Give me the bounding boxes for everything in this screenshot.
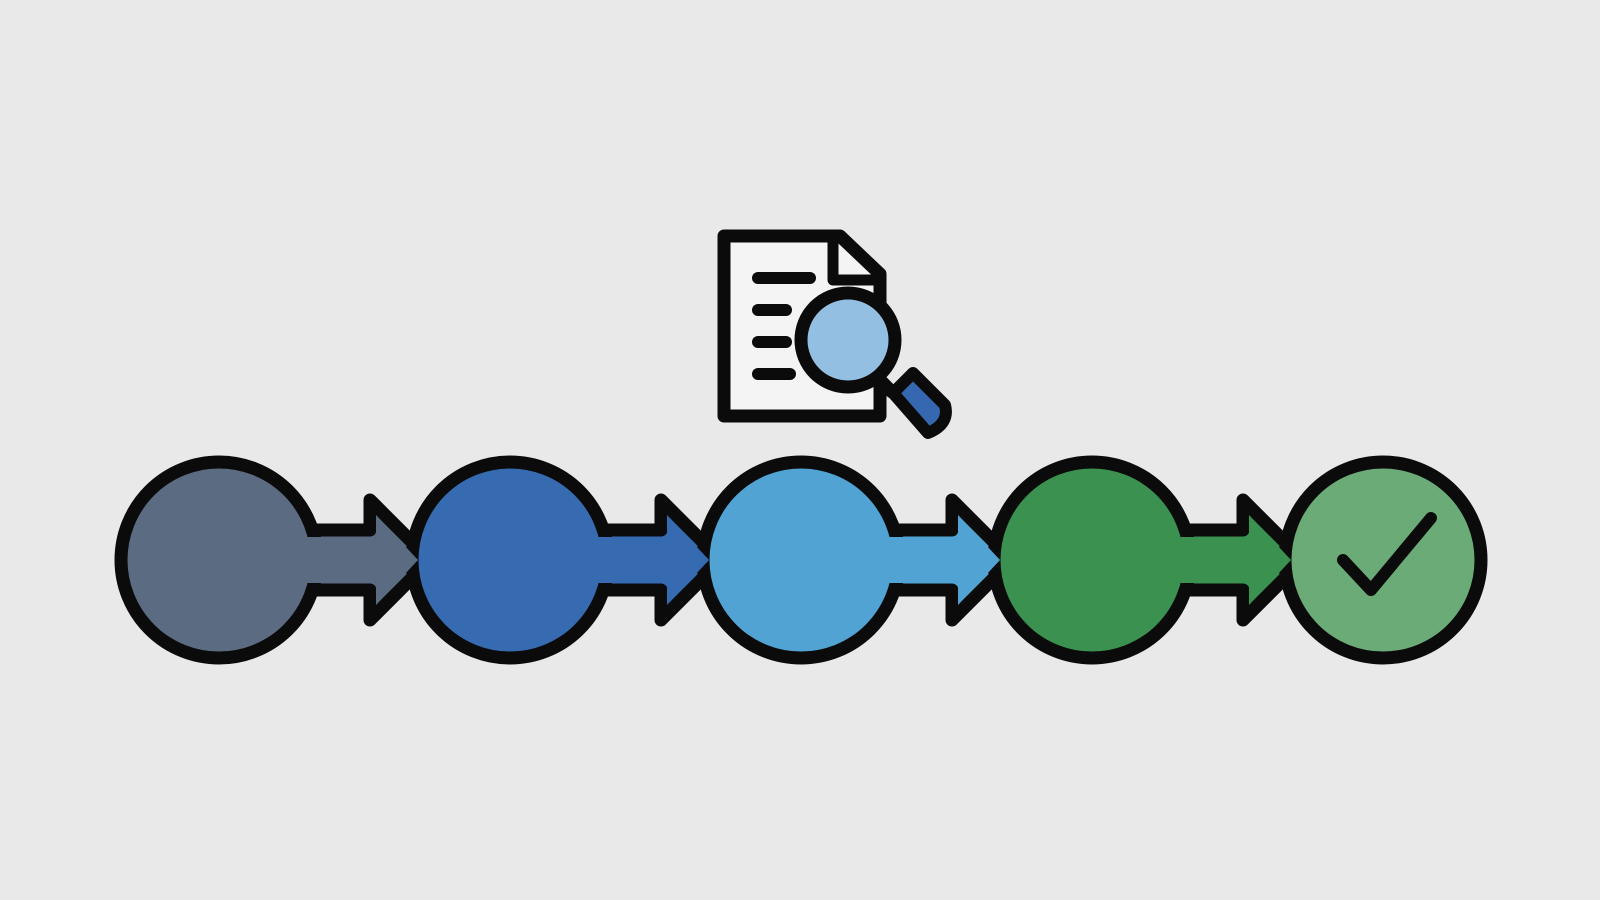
document-text-lines [752, 272, 816, 380]
step-4-circle [987, 455, 1197, 665]
step-arrow-fill [873, 515, 1000, 605]
step-3-circle [696, 455, 906, 665]
magnifier-lens [794, 286, 902, 394]
magnifier-handle [887, 367, 952, 439]
step-2-circle [405, 455, 615, 665]
document-search-icon [717, 229, 952, 439]
step-1-circle [114, 455, 324, 665]
document-fold-corner [827, 236, 876, 286]
process-steps [114, 455, 1488, 665]
step-arrow-fill [291, 515, 418, 605]
step-arrow-fill [1164, 515, 1291, 605]
process-step [1278, 455, 1488, 665]
step-arrow-fill [582, 515, 709, 605]
checkmark-icon [1337, 512, 1437, 596]
step-5-circle [1278, 455, 1488, 665]
